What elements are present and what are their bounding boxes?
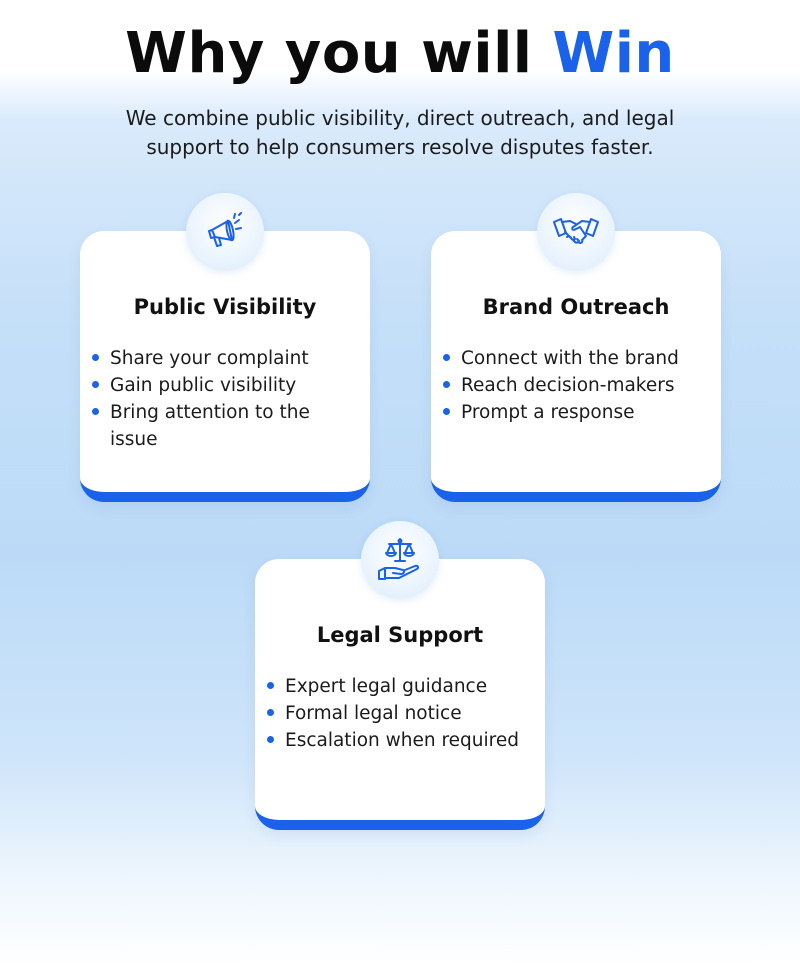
feature-list: Expert legal guidance Formal legal notic… (267, 673, 531, 754)
page-title: Why you will Win (0, 22, 800, 86)
card-title: Legal Support (316, 623, 484, 647)
scales-hand-icon (361, 521, 439, 599)
feature-card-public-visibility: Public Visibility Share your complaint G… (80, 193, 370, 502)
handshake-icon (537, 193, 615, 271)
page-subtitle: We combine public visibility, direct out… (125, 106, 675, 159)
list-item: Expert legal guidance (267, 673, 531, 700)
list-item: Gain public visibility (92, 372, 356, 399)
feature-card-brand-outreach: Brand Outreach Connect with the brand Re… (431, 193, 721, 502)
card-title: Public Visibility (133, 295, 317, 319)
list-item: Share your complaint (92, 345, 356, 372)
title-prefix: Why you will (125, 21, 553, 86)
card-title: Brand Outreach (482, 295, 670, 319)
megaphone-icon (186, 193, 264, 271)
feature-card-legal-support: Legal Support Expert legal guidance Form… (255, 521, 545, 830)
list-item: Escalation when required (267, 727, 531, 754)
feature-list: Connect with the brand Reach decision-ma… (443, 345, 707, 426)
list-item: Reach decision-makers (443, 372, 707, 399)
feature-list: Share your complaint Gain public visibil… (92, 345, 356, 453)
list-item: Connect with the brand (443, 345, 707, 372)
list-item: Bring attention to the issue (92, 399, 356, 453)
title-accent: Win (552, 21, 675, 86)
list-item: Prompt a response (443, 399, 707, 426)
list-item: Formal legal notice (267, 700, 531, 727)
